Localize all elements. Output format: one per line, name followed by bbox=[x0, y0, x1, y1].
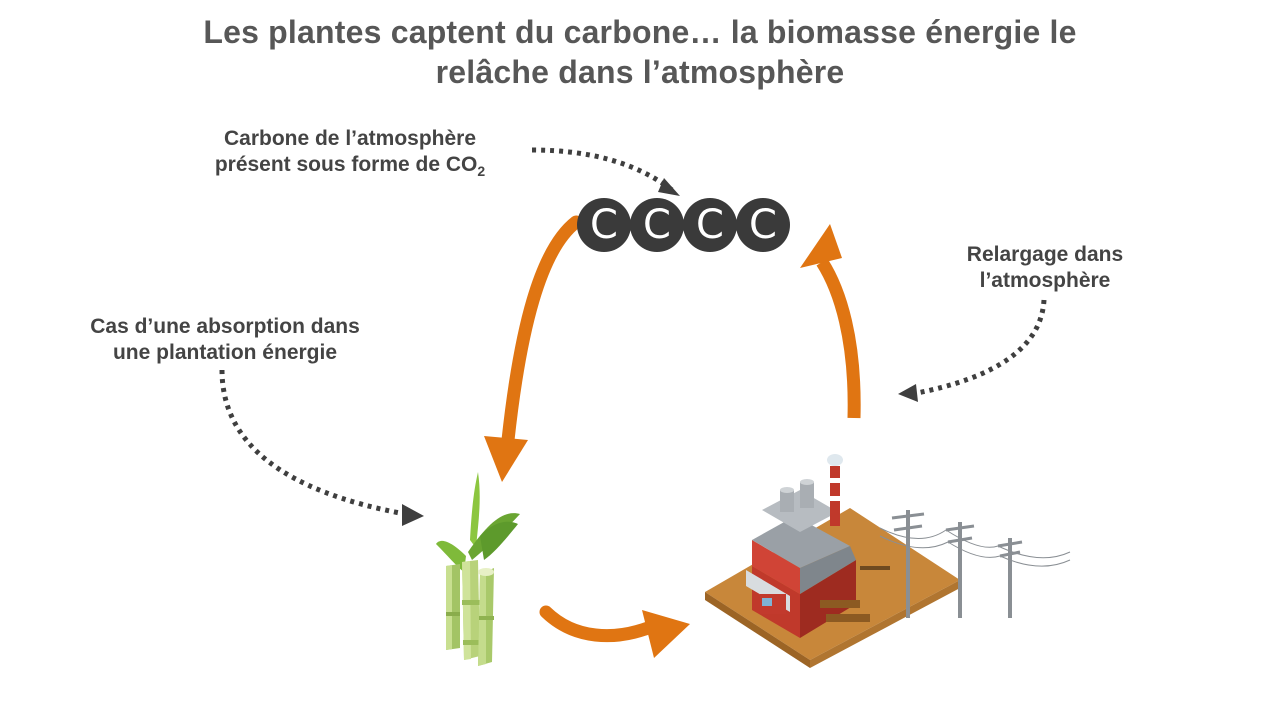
biomass-plant-icon bbox=[705, 454, 960, 668]
dotted-arrow-release bbox=[898, 299, 1047, 402]
plantation-absorption-label: Cas d’une absorption dans une plantation… bbox=[30, 314, 420, 366]
title-line-1: Les plantes captent du carbone… la bioma… bbox=[203, 14, 1077, 50]
atmosphere-label-line-2: présent sous forme de CO2 bbox=[160, 152, 540, 184]
plantation-label-line-2: une plantation énergie bbox=[112, 341, 338, 364]
co2-subscript: 2 bbox=[477, 163, 486, 179]
power-pylon-icon bbox=[879, 510, 1071, 618]
carbon-atom-1: C bbox=[577, 198, 631, 252]
carbon-atom-3: C bbox=[683, 198, 737, 252]
arrow-plant-to-factory bbox=[539, 605, 690, 658]
plantation-label-line-1: Cas d’une absorption dans bbox=[90, 315, 360, 338]
atmosphere-label-line-1: Carbone de l’atmosphère bbox=[223, 127, 477, 150]
arrow-factory-to-atmosphere bbox=[800, 224, 861, 419]
release-label-line-2: l’atmosphère bbox=[979, 269, 1111, 292]
diagram-title: Les plantes captent du carbone… la bioma… bbox=[0, 12, 1280, 92]
dotted-arrow-plantation bbox=[219, 369, 424, 526]
atmosphere-label-line-2-text: présent sous forme de CO bbox=[214, 153, 478, 176]
carbon-atom-4: C bbox=[736, 198, 790, 252]
atmosphere-carbon-label: Carbone de l’atmosphère présent sous for… bbox=[160, 126, 540, 184]
sugarcane-icon bbox=[436, 472, 520, 666]
release-label-line-1: Relargage dans bbox=[966, 243, 1124, 266]
dotted-arrow-atmosphere bbox=[531, 147, 680, 196]
carbon-atom-2: C bbox=[630, 198, 684, 252]
arrow-atmosphere-to-plant bbox=[484, 215, 583, 482]
release-atmosphere-label: Relargage dans l’atmosphère bbox=[910, 242, 1180, 294]
title-line-2: relâche dans l’atmosphère bbox=[435, 54, 845, 90]
